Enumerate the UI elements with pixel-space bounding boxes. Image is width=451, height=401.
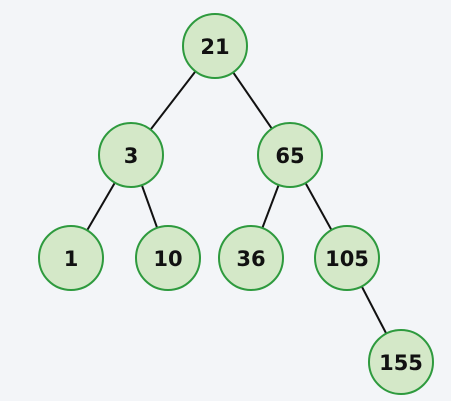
node-label-10: 10 [153,247,182,271]
node-label-65: 65 [275,144,304,168]
tree-node-105: 105 [314,225,380,291]
tree-node-21: 21 [182,13,248,79]
nodes-layer: 21 3 65 1 10 36 [38,13,434,395]
node-circle-21 [182,13,248,79]
node-circle-3 [98,122,164,188]
node-label-155: 155 [379,351,423,375]
node-label-3: 3 [124,144,139,168]
edges-layer [70,45,402,363]
node-circle-65 [257,122,323,188]
node-circle-105 [314,225,380,291]
tree-node-3: 3 [98,122,164,188]
node-label-36: 36 [236,247,265,271]
tree-node-36: 36 [218,225,284,291]
node-label-105: 105 [325,247,369,271]
tree-node-1: 1 [38,225,104,291]
tree-node-65: 65 [257,122,323,188]
tree-node-10: 10 [135,225,201,291]
tree-node-155: 155 [368,329,434,395]
node-label-1: 1 [64,247,79,271]
node-circle-155 [368,329,434,395]
node-circle-10 [135,225,201,291]
node-label-21: 21 [200,35,229,59]
node-circle-36 [218,225,284,291]
node-circle-1 [38,225,104,291]
